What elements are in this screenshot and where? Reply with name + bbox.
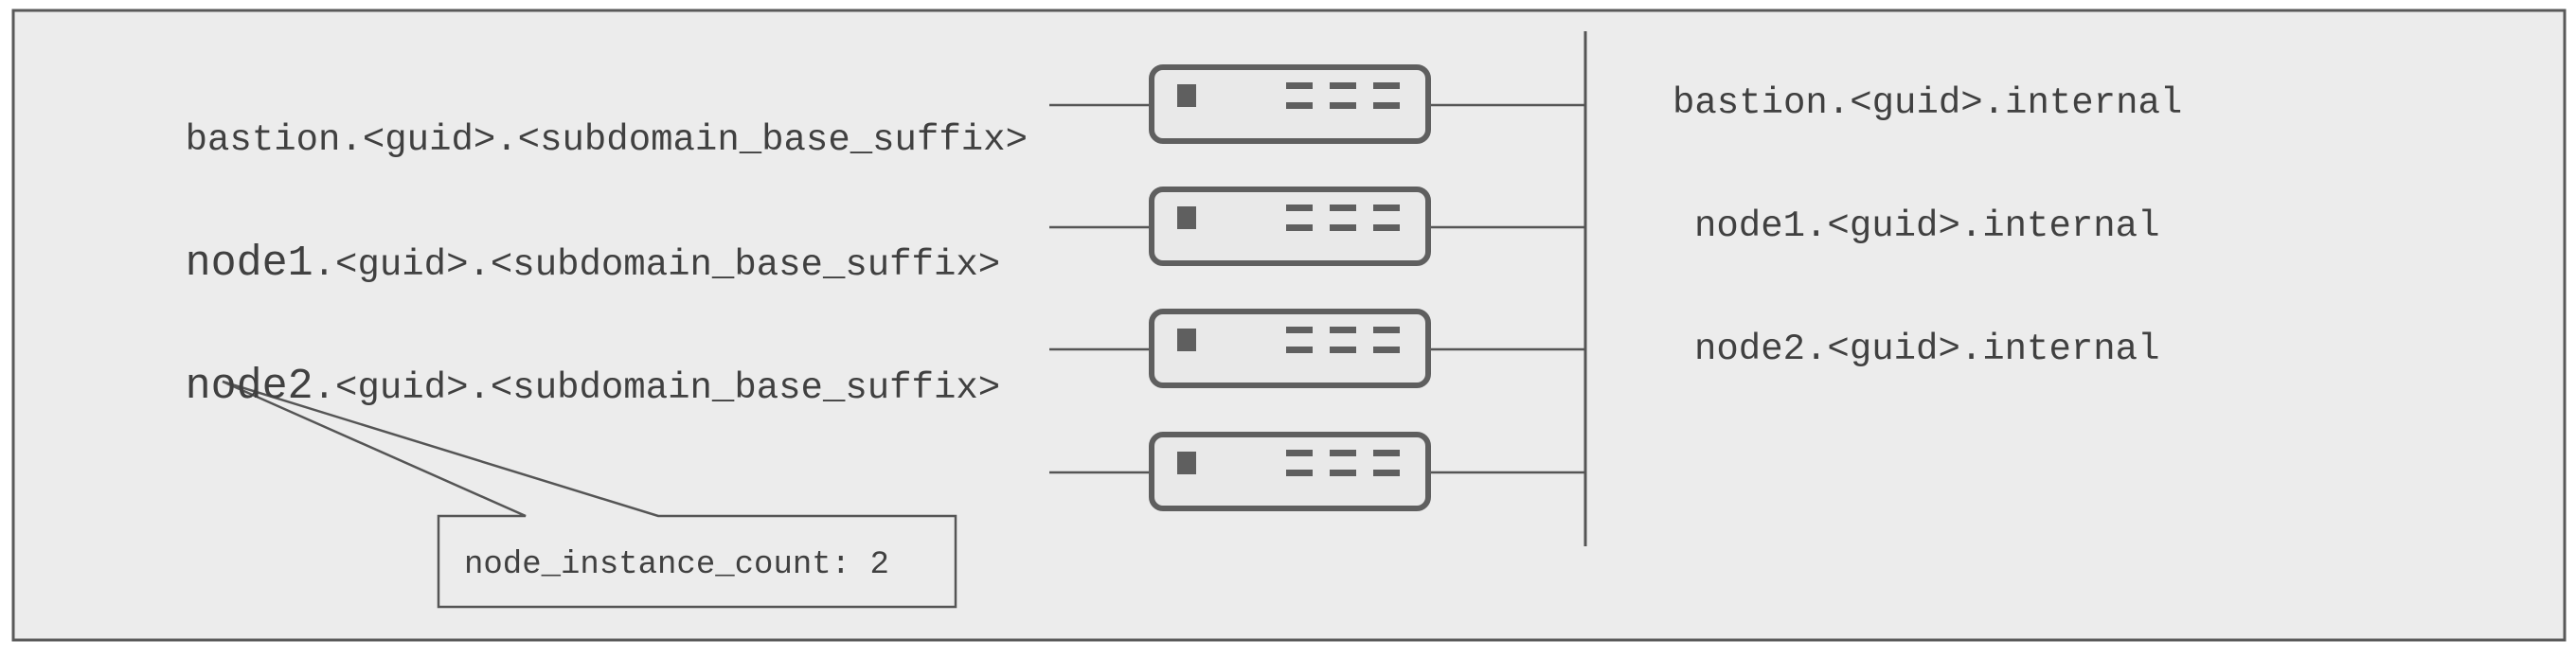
external-host-prefix: node1 xyxy=(185,240,313,288)
external-host-suffix: .<guid>.<subdomain_base_suffix> xyxy=(313,367,1001,409)
connector-lines xyxy=(1049,103,1585,474)
callout-bubble xyxy=(222,380,957,609)
internal-host-bastion: bastion.<guid>.internal xyxy=(1673,82,2183,124)
server-icon xyxy=(1149,309,1431,388)
external-host-node1: node1.<guid>.<subdomain_base_suffix> xyxy=(97,205,1001,322)
server-icon xyxy=(1149,432,1431,511)
external-host-suffix: .<guid>.<subdomain_base_suffix> xyxy=(313,244,1001,286)
external-host-prefix: bastion xyxy=(185,119,341,161)
server-icon xyxy=(1149,187,1431,266)
internal-host-node1: node1.<guid>.internal xyxy=(1694,205,2160,247)
external-host-suffix: .<guid>.<subdomain_base_suffix> xyxy=(340,119,1028,161)
server-icon xyxy=(1149,64,1431,144)
internal-host-node2: node2.<guid>.internal xyxy=(1694,329,2160,370)
external-host-prefix: node2 xyxy=(185,363,313,411)
external-host-bastion: bastion.<guid>.<subdomain_base_suffix> xyxy=(97,85,1028,196)
callout xyxy=(222,380,957,609)
callout-text: node_instance_count: 2 xyxy=(464,547,889,583)
external-host-node2: node2.<guid>.<subdomain_base_suffix> xyxy=(97,329,1001,445)
